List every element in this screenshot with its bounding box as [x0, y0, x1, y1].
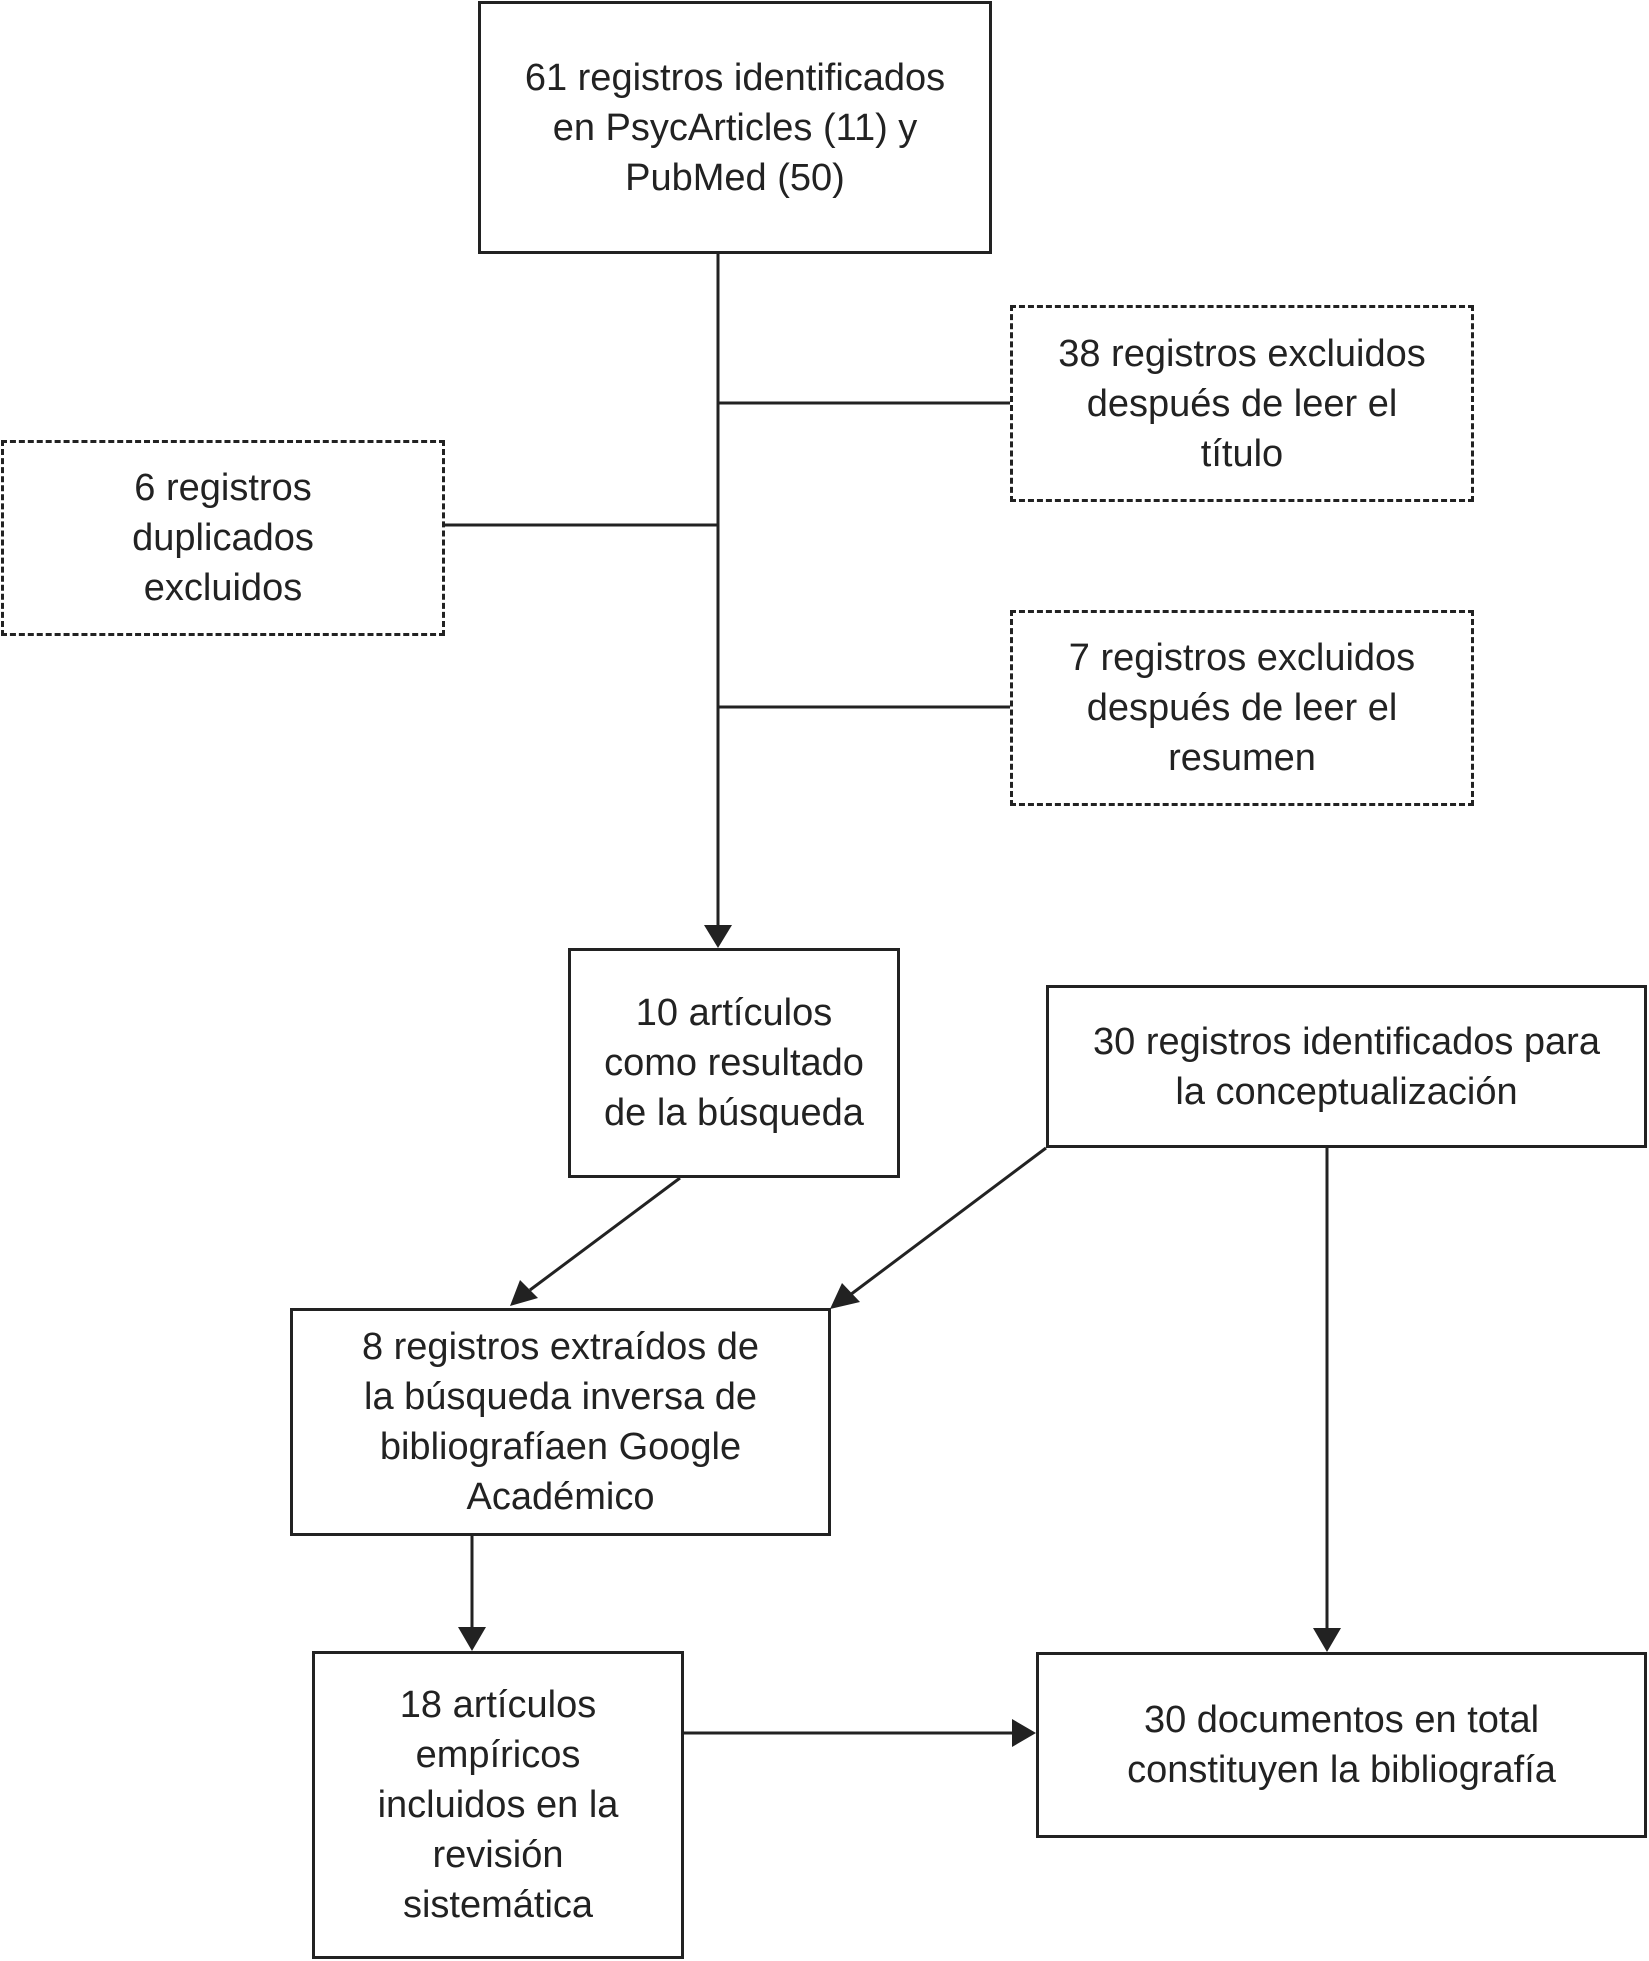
total-line-2: constituyen la bibliografía [1127, 1749, 1556, 1791]
conceptualization-line-2: la conceptualización [1175, 1070, 1518, 1113]
empirical-line-2: empíricos [415, 1734, 581, 1776]
excluded-abstract-box: 7 registros excluidos después de leer el… [1010, 610, 1474, 806]
arrow-search-to-reverse [529, 1176, 681, 1292]
search-result-box: 10 artículos como resultado de la búsque… [568, 948, 900, 1178]
total-line-1: 30 documentos en total [1143, 1699, 1540, 1741]
duplicates-line-3: excluidos [143, 567, 303, 609]
arrowhead-concept-to-reverse [830, 1283, 860, 1309]
identified-records-box: 61 registros identificados en PsycArticl… [478, 1, 992, 254]
total-documents-box: 30 documentos en total constituyen la bi… [1036, 1652, 1647, 1838]
conceptualization-line-1: 30 registros identificados para [1093, 1020, 1600, 1063]
identified-line-3: PubMed (50) [625, 156, 845, 199]
duplicates-box: 6 registros duplicados excluidos [1, 440, 445, 636]
duplicates-line-2: duplicados [132, 517, 314, 559]
search-result-line-2: como resultado [604, 1042, 864, 1084]
search-result-line-3: de la búsqueda [604, 1092, 864, 1134]
excluded-title-box: 38 registros excluidos después de leer e… [1010, 305, 1474, 502]
empirical-line-4: revisión [432, 1834, 564, 1876]
empirical-line-1: 18 artículos [399, 1684, 597, 1726]
arrowhead-concept-to-total [1313, 1628, 1341, 1652]
arrowhead-search-to-reverse [510, 1280, 538, 1306]
trunk-arrowhead [704, 925, 732, 948]
arrowhead-reverse-to-empirical [458, 1627, 486, 1651]
excluded-abstract-line-3: resumen [1168, 737, 1316, 779]
identified-line-1: 61 registros identificados [524, 56, 946, 99]
reverse-search-line-1: 8 registros extraídos de [361, 1326, 760, 1368]
excluded-abstract-line-1: 7 registros excluidos [1068, 637, 1416, 679]
empirical-line-3: incluidos en la [377, 1784, 619, 1826]
excluded-title-line-3: título [1200, 432, 1284, 475]
arrowhead-empirical-to-total [1012, 1719, 1036, 1747]
reverse-search-line-4: Académico [466, 1476, 655, 1518]
empirical-line-5: sistemática [402, 1884, 594, 1926]
reverse-search-line-2: la búsqueda inversa de [364, 1376, 757, 1418]
excluded-title-line-2: después de leer el [1086, 382, 1398, 425]
duplicates-line-1: 6 registros [134, 467, 312, 509]
reverse-search-box: 8 registros extraídos de la búsqueda inv… [290, 1308, 831, 1536]
conceptualization-box: 30 registros identificados para la conce… [1046, 985, 1647, 1148]
identified-line-2: en PsycArticles (11) y [552, 106, 918, 149]
excluded-abstract-line-2: después de leer el [1086, 687, 1398, 729]
excluded-title-line-1: 38 registros excluidos [1058, 332, 1426, 375]
arrow-concept-to-reverse [849, 1146, 1047, 1297]
search-result-line-1: 10 artículos [635, 992, 833, 1034]
empirical-articles-box: 18 artículos empíricos incluidos en la r… [312, 1651, 684, 1959]
reverse-search-line-3: bibliografíaen Google [379, 1426, 742, 1468]
